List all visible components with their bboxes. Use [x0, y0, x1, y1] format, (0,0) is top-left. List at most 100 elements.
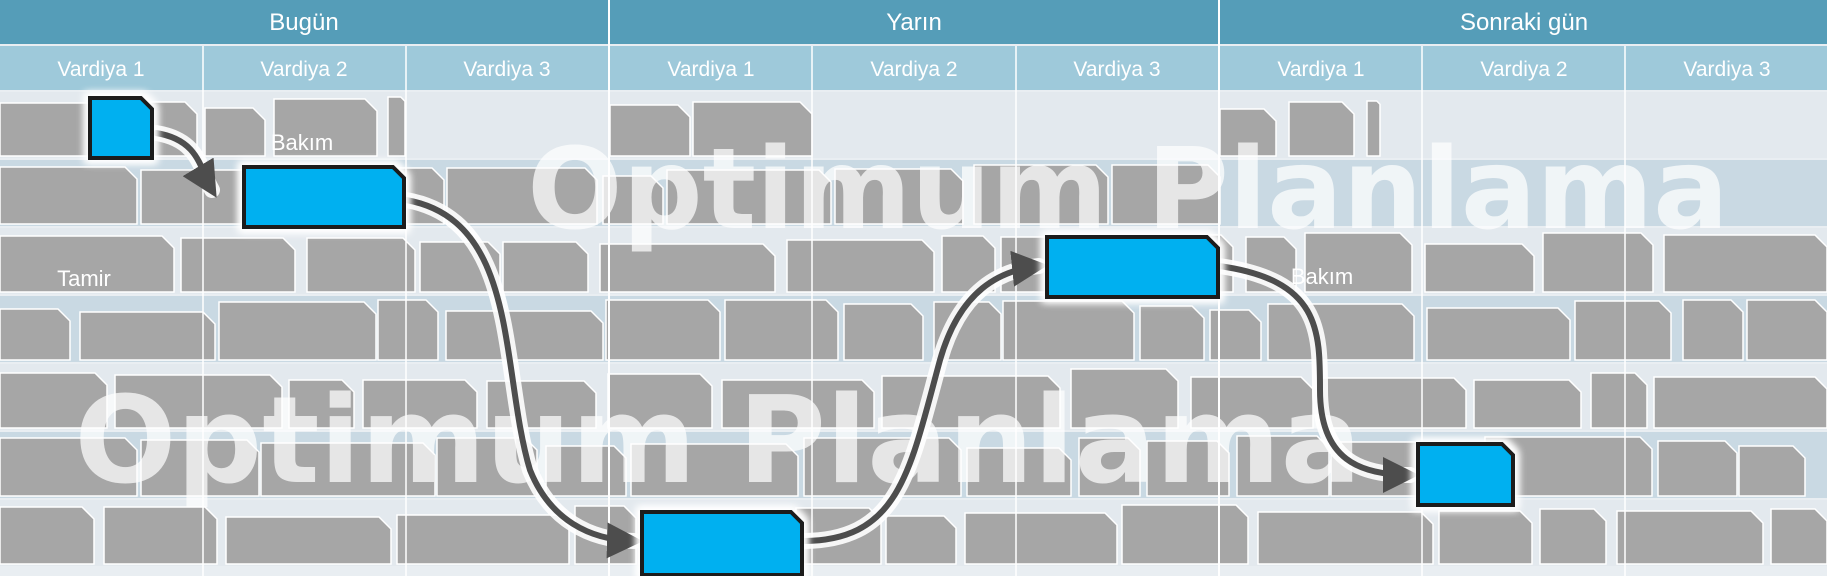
- task-block: [396, 514, 570, 565]
- task-block: [721, 379, 875, 429]
- shift-label: Vardiya 1: [1277, 58, 1364, 81]
- task-block: [885, 515, 957, 565]
- task-block: [1770, 508, 1827, 565]
- task-block: [605, 299, 721, 361]
- task-block: [1438, 510, 1533, 565]
- task-block: [1746, 299, 1827, 361]
- flow-arrow: [153, 130, 217, 198]
- highlighted-task-block: [88, 96, 154, 160]
- task-block: [1146, 440, 1230, 497]
- task-block: [273, 98, 378, 157]
- task-block: [1682, 299, 1744, 361]
- task-block: [724, 299, 839, 361]
- shift-label: Vardiya 1: [667, 58, 754, 81]
- highlighted-task-block: [1416, 442, 1515, 507]
- task-block: [602, 175, 664, 225]
- watermark-text-upper: Optimum Planlama: [527, 125, 1728, 255]
- task-block: [599, 243, 776, 293]
- task-block: [362, 379, 478, 429]
- task-block: [1738, 445, 1806, 497]
- task-block: [180, 237, 296, 293]
- column-dividers: [202, 0, 1626, 576]
- task-block: [103, 506, 218, 565]
- task-block: [288, 379, 355, 429]
- task-block: [1288, 101, 1355, 157]
- shift-label: Vardiya 2: [1480, 58, 1567, 81]
- shift-label: Vardiya 1: [57, 58, 144, 81]
- task-block: [1539, 508, 1607, 565]
- task-block: [1424, 243, 1535, 293]
- task-block: [0, 372, 108, 429]
- task-block: [1236, 435, 1330, 497]
- task-block: [306, 237, 416, 293]
- task-block: [1657, 440, 1738, 497]
- maintenance-label: Bakım: [271, 130, 333, 155]
- task-block: [1366, 100, 1381, 157]
- task-block: [964, 512, 1118, 565]
- task-block: [1267, 303, 1415, 361]
- shift-label: Vardiya 3: [1683, 58, 1770, 81]
- highlighted-tasks: [88, 96, 1515, 576]
- shift-label: Vardiya 3: [1073, 58, 1160, 81]
- day-header-bar: [0, 0, 1827, 44]
- task-block: [387, 96, 406, 157]
- task-block: [1070, 368, 1179, 429]
- task-block: [1473, 379, 1582, 429]
- highlighted-task-block: [242, 165, 406, 229]
- flow-arrow: [801, 250, 1048, 544]
- task-block: [1002, 300, 1135, 361]
- task-block: [445, 310, 604, 361]
- task-block: [1616, 510, 1764, 565]
- maintenance-label: Bakım: [1291, 264, 1353, 289]
- shift-label: Vardiya 2: [870, 58, 957, 81]
- task-block: [1590, 372, 1648, 429]
- task-block: [0, 166, 138, 225]
- shift-header-bar: [0, 46, 1827, 90]
- task-block: [1078, 437, 1141, 497]
- task-block: [1653, 376, 1827, 429]
- day-label-tomorrow: Yarın: [886, 9, 942, 36]
- task-block: [966, 447, 1072, 497]
- task-block: [1190, 376, 1314, 429]
- task-block: [843, 303, 924, 361]
- task-block: [973, 164, 1109, 225]
- task-block: [260, 442, 436, 497]
- task-block: [225, 516, 392, 565]
- flow-arrows: [148, 125, 1419, 559]
- task-block: [377, 299, 439, 361]
- task-block: [1663, 234, 1827, 293]
- day-label-today: Bugün: [269, 9, 338, 36]
- shift-labels: Vardiya 1 Vardiya 2 Vardiya 3 Vardiya 1 …: [57, 58, 1770, 81]
- task-block: [0, 506, 95, 565]
- watermark-text-lower: Optimum Planlama: [74, 372, 1361, 511]
- day-label-next-day: Sonraki gün: [1460, 9, 1588, 36]
- task-block: [114, 374, 283, 429]
- task-block: [834, 168, 964, 225]
- flow-arrow: [403, 197, 643, 559]
- task-block: [502, 241, 589, 293]
- task-block: [1209, 309, 1262, 361]
- task-block: [1574, 300, 1672, 361]
- task-block: [0, 235, 175, 293]
- header: Bugün Yarın Sonraki gün Vardiya 1 Vardiy…: [0, 0, 1827, 90]
- task-block: [0, 308, 71, 361]
- task-block: [1426, 307, 1571, 361]
- task-block: [941, 235, 996, 293]
- task-block: [0, 437, 138, 497]
- highlighted-task-block: [1045, 235, 1220, 299]
- flow-arrow: [1216, 263, 1419, 493]
- highlighted-task-block: [640, 510, 804, 576]
- task-block: [786, 239, 935, 293]
- repair-label: Tamir: [57, 266, 111, 291]
- task-block: [218, 301, 377, 361]
- task-block: [1304, 232, 1413, 293]
- task-block: [79, 311, 216, 361]
- task-block: [666, 169, 832, 225]
- task-block: [1121, 504, 1249, 565]
- shift-label: Vardiya 2: [260, 58, 347, 81]
- task-block: [204, 107, 266, 157]
- task-block: [140, 439, 260, 497]
- task-block: [1139, 305, 1205, 361]
